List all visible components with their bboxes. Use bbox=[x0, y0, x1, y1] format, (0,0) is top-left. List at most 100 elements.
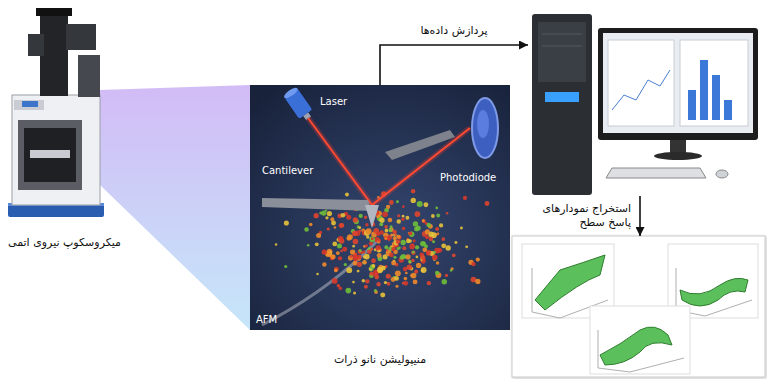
nanoparticle bbox=[431, 214, 435, 218]
nanoparticle bbox=[394, 276, 399, 281]
nanoparticle bbox=[397, 214, 400, 217]
nanoparticle bbox=[414, 227, 419, 232]
nanoparticle bbox=[332, 278, 338, 284]
nanoparticle bbox=[284, 221, 289, 226]
nanoparticle bbox=[452, 253, 456, 257]
nanoparticle bbox=[364, 216, 367, 219]
nanoparticle bbox=[315, 242, 319, 246]
nanoparticle bbox=[475, 279, 480, 284]
nanoparticle bbox=[384, 281, 387, 284]
nanoparticle bbox=[406, 216, 410, 220]
nanoparticle bbox=[417, 201, 423, 207]
nanoparticle bbox=[436, 261, 439, 264]
nanoparticle bbox=[413, 280, 418, 285]
nanoparticle bbox=[401, 217, 405, 221]
nanoparticle bbox=[446, 212, 448, 214]
nanoparticle bbox=[352, 281, 355, 284]
nanoparticle bbox=[485, 201, 490, 206]
nanoparticle bbox=[397, 247, 400, 250]
microscope-picture bbox=[8, 8, 104, 217]
nanoparticle bbox=[402, 227, 406, 231]
nanoparticle bbox=[394, 240, 397, 243]
nanoparticle bbox=[395, 285, 398, 288]
nanoparticle bbox=[385, 237, 388, 240]
nanoparticle bbox=[314, 213, 319, 218]
nanoparticle bbox=[363, 255, 366, 258]
nanoparticle bbox=[432, 255, 438, 261]
nanoparticle bbox=[435, 207, 438, 210]
nanoparticle bbox=[379, 218, 384, 223]
nanoparticle bbox=[359, 249, 362, 252]
nanoparticle bbox=[411, 259, 415, 263]
nanoparticle bbox=[322, 249, 327, 254]
nanoparticle bbox=[412, 251, 415, 254]
nanoparticle bbox=[411, 273, 417, 279]
nanoparticle bbox=[384, 225, 388, 229]
edge-label: پردازش داده‌ها bbox=[418, 23, 489, 39]
nanoparticle bbox=[460, 227, 463, 230]
manipulation-image-node: منیپولیشن نانو ذرات bbox=[250, 85, 510, 371]
nanoparticle bbox=[402, 281, 405, 284]
nanoparticle bbox=[352, 231, 357, 236]
nanoparticle bbox=[374, 275, 379, 280]
nanoparticle bbox=[388, 218, 393, 223]
nanoparticle bbox=[437, 248, 442, 253]
nanoparticle bbox=[442, 279, 447, 284]
nanoparticle bbox=[408, 232, 412, 236]
nanoparticle bbox=[425, 235, 429, 239]
nanoparticle bbox=[407, 265, 412, 270]
nanoparticle bbox=[371, 237, 374, 240]
nanoparticle bbox=[358, 250, 362, 254]
nanoparticle bbox=[378, 250, 381, 253]
nanoparticle bbox=[384, 236, 388, 240]
nanoparticle bbox=[359, 214, 363, 218]
part-label: Laser bbox=[320, 96, 347, 108]
nanoparticle bbox=[338, 236, 344, 242]
nanoparticle bbox=[427, 281, 431, 285]
nanoparticle bbox=[374, 289, 377, 292]
nanoparticle bbox=[401, 240, 406, 245]
nanoparticle bbox=[425, 229, 430, 234]
nanoparticle bbox=[365, 223, 368, 226]
nanoparticle bbox=[395, 234, 398, 237]
nanoparticle bbox=[365, 244, 368, 247]
nanoparticle bbox=[284, 265, 287, 268]
node-caption: منیپولیشن نانو ذرات bbox=[334, 353, 426, 367]
nanoparticle bbox=[411, 198, 416, 203]
nanoparticle bbox=[411, 250, 416, 255]
nanoparticle bbox=[390, 233, 393, 236]
nanoparticle bbox=[387, 282, 391, 286]
nanoparticle bbox=[354, 252, 357, 255]
part-label: Cantilever bbox=[262, 165, 313, 177]
nanoparticle bbox=[423, 202, 428, 207]
nanoparticle bbox=[379, 222, 383, 226]
nanoparticle bbox=[346, 267, 352, 273]
computer-node bbox=[528, 10, 762, 196]
nanoparticle bbox=[421, 267, 427, 273]
nanoparticle bbox=[334, 267, 339, 272]
nanoparticle bbox=[431, 232, 437, 238]
nanoparticle bbox=[325, 209, 327, 211]
nanoparticle bbox=[409, 244, 415, 250]
nanoparticle bbox=[319, 212, 322, 215]
nanoparticle bbox=[436, 214, 440, 218]
nanoparticle bbox=[316, 233, 321, 238]
nanoparticle bbox=[389, 200, 394, 205]
nanoparticle bbox=[342, 247, 347, 252]
nanoparticle bbox=[410, 274, 413, 277]
nanoparticle bbox=[369, 272, 373, 276]
nanoparticle bbox=[420, 255, 425, 260]
nanoparticle bbox=[406, 239, 410, 243]
surface-plots-picture bbox=[512, 236, 765, 377]
nanoparticle bbox=[402, 215, 405, 218]
nanoparticle bbox=[376, 282, 380, 286]
nanoparticle bbox=[334, 226, 337, 229]
nanoparticle bbox=[439, 223, 443, 227]
nanoparticle bbox=[397, 235, 401, 239]
node-caption: میکروسکوپ نیروی اتمی bbox=[8, 236, 121, 250]
nanoparticle bbox=[426, 223, 430, 227]
nanoparticle bbox=[413, 221, 418, 226]
nanoparticle bbox=[386, 274, 391, 279]
nanoparticle bbox=[442, 237, 446, 241]
